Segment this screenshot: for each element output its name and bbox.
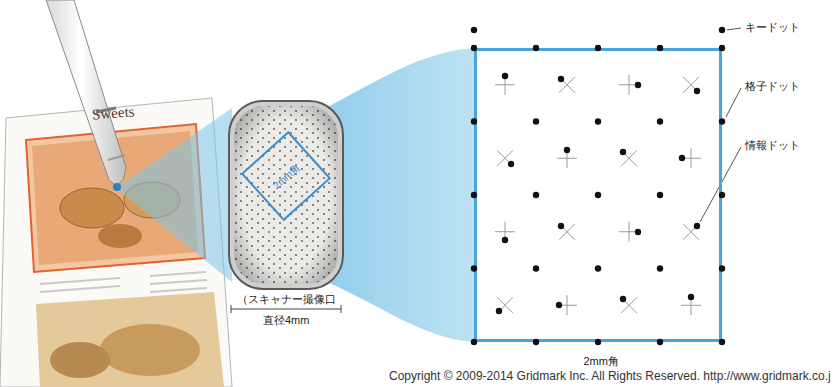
dot-grid	[474, 48, 722, 342]
zoom-cone	[116, 108, 232, 282]
info-dot	[496, 73, 700, 314]
scanner-caption: （スキャナー撮像口	[237, 293, 336, 306]
scanner-pen	[46, 0, 126, 191]
grid-dot	[471, 45, 725, 345]
copyright-note: Copyright © 2009-2014 Gridmark Inc. All …	[389, 369, 831, 384]
dimension-text: 直径4mm	[263, 314, 309, 327]
virtual-point-mark	[495, 75, 701, 316]
grid-dot-label: 格子ドット	[745, 80, 800, 93]
magazine-title: Sweets	[91, 102, 135, 124]
dimension-line	[231, 305, 341, 313]
key-dot-label: キードット	[745, 21, 800, 34]
dot-grid-block: 2mm角	[474, 48, 722, 342]
key-dot	[471, 27, 725, 33]
scanner-view: （スキャナー撮像口直径4mm2mm角	[228, 100, 344, 290]
dimension-text: 2mm角	[584, 355, 619, 368]
scanner-image	[228, 100, 344, 290]
area-size-text: 2mm角	[270, 160, 303, 191]
info-dot-label: 情報ドット	[745, 139, 800, 152]
